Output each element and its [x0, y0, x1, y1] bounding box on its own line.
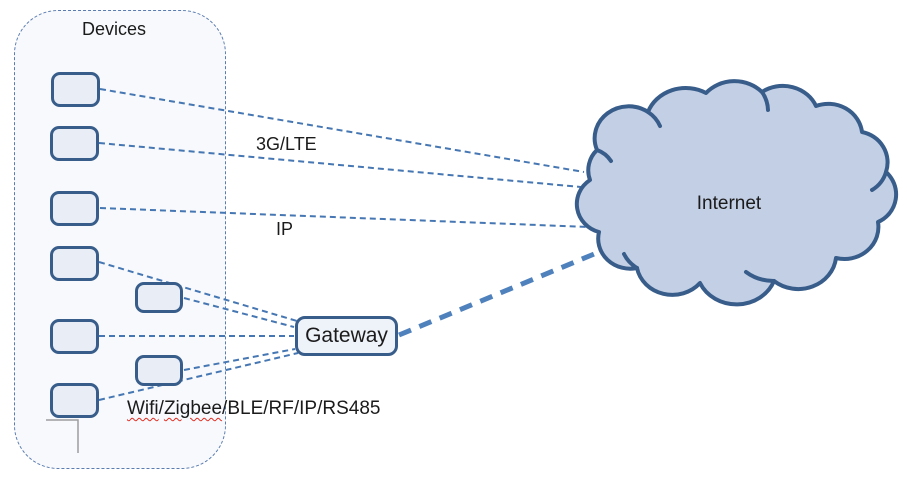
link-gateway-internet — [398, 249, 600, 338]
link-label-cellular: 3G/LTE — [256, 134, 317, 154]
internet-label: Internet — [696, 193, 762, 214]
local-protocols-rest: /BLE/RF/IP/RS485 — [222, 398, 381, 419]
internet-cloud — [574, 79, 899, 307]
link-device1-internet — [99, 88, 585, 173]
devices-group-label: Devices — [81, 19, 147, 39]
device-node-1 — [51, 72, 100, 107]
gateway-node: Gateway — [295, 316, 398, 356]
local-protocols-word-zigbee: Zigbee — [163, 398, 223, 419]
link-device3-internet — [99, 207, 590, 228]
device-node-8 — [50, 383, 99, 418]
link-device7-gateway — [183, 348, 296, 371]
link-label-local-protocols: Wifi/Zigbee/BLE/RF/IP/RS485 — [127, 398, 380, 420]
link-device2-internet — [98, 142, 582, 188]
device-node-7 — [135, 355, 183, 386]
gateway-label: Gateway — [305, 324, 388, 347]
link-label-ip: IP — [276, 219, 294, 239]
device-node-5 — [135, 282, 183, 313]
device-node-4 — [50, 246, 99, 281]
device-node-2 — [50, 126, 99, 161]
link-device4-gateway — [98, 261, 298, 322]
corner-mark — [46, 419, 79, 453]
link-device5-gateway — [183, 297, 295, 328]
local-protocols-word-wifi: Wifi — [127, 398, 159, 419]
local-protocols-separator: / — [158, 398, 164, 419]
cloud-inner-arcs — [595, 90, 888, 284]
device-node-6 — [50, 319, 99, 354]
link-device8-gateway — [98, 352, 299, 401]
devices-group-frame — [14, 10, 226, 469]
device-node-3 — [50, 191, 99, 226]
